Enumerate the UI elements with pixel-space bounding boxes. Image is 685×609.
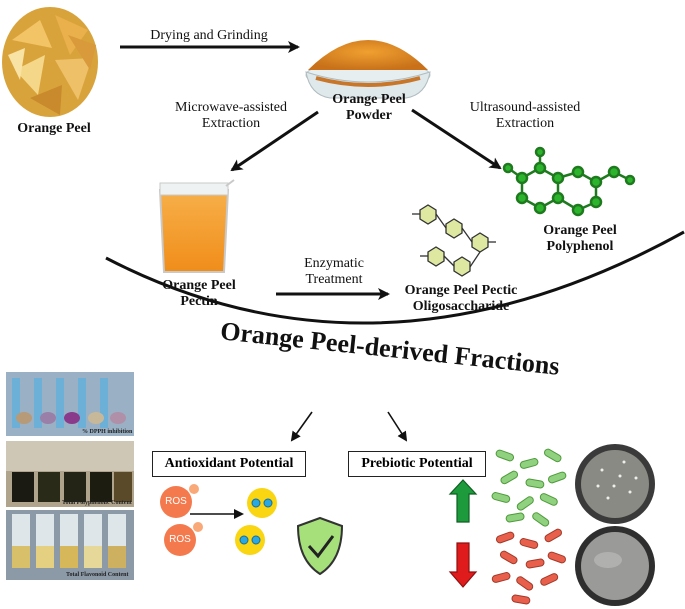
orange-peel-image — [2, 7, 98, 117]
neutralized-radical-bottom-icon — [235, 525, 265, 555]
pectin-label: Orange Peel Pectin — [144, 278, 254, 310]
antioxidant-box: Antioxidant Potential — [152, 451, 306, 477]
prebiotic-box: Prebiotic Potential — [348, 451, 486, 477]
ros-top-icon — [160, 484, 199, 518]
ultrasound-label-line2: Extraction — [495, 116, 555, 132]
enzymatic-label-line1: Enzymatic — [304, 256, 364, 271]
microwave-label-line2: Extraction — [201, 116, 261, 132]
microwave-label-line1: Microwave-assisted — [175, 100, 287, 115]
flavonoid-content-photo — [6, 510, 134, 580]
flavonoid-caption: Total Flavonoid Content — [66, 572, 129, 578]
protection-shield-icon — [296, 516, 344, 576]
ultrasound-arrow — [411, 108, 502, 170]
petri-dish-beneficial-image — [575, 444, 655, 524]
ros-bottom-icon — [164, 522, 203, 556]
to-prebiotic-arrow — [387, 411, 408, 442]
ros-top-label: ROS — [165, 496, 187, 507]
pectin-label-line1: Orange Peel — [162, 278, 236, 293]
petri-dish-harmful-image — [575, 526, 655, 606]
harmful-bacteria-image — [491, 528, 566, 605]
ros-bottom-label: ROS — [169, 534, 191, 545]
dpph-assay-photo — [6, 372, 134, 436]
oligosaccharide-structure-image — [412, 204, 496, 277]
microwave-arrow — [230, 110, 319, 172]
powder-label-line2: Powder — [346, 108, 392, 124]
ultrasound-label-line1: Ultrasound-assisted — [469, 100, 581, 115]
pos-label: Orange Peel Pectic Oligosaccharide — [386, 283, 536, 315]
decrease-arrow-icon — [448, 542, 478, 588]
orange-peel-label: Orange Peel — [17, 121, 91, 136]
drying-label: Drying and Grinding — [150, 28, 268, 43]
powder-label: Orange Peel Powder — [314, 92, 424, 124]
polyphenol-label-line1: Orange Peel — [543, 223, 617, 238]
to-antioxidant-arrow — [290, 411, 313, 442]
powder-label-line1: Orange Peel — [332, 92, 406, 107]
pos-label-line1: Orange Peel Pectic — [404, 283, 518, 298]
polyphenolic-content-photo — [6, 441, 134, 507]
fractions-arc — [105, 230, 685, 325]
pectin-label-line2: Pectin — [180, 294, 218, 310]
microwave-label: Microwave-assisted Extraction — [156, 100, 306, 132]
neutralized-radical-top-icon — [247, 488, 277, 518]
pectin-beaker-image — [158, 179, 235, 273]
polyphenolic-caption: Total Polyphenolic Content — [62, 500, 132, 506]
polyphenol-label: Orange Peel Polyphenol — [520, 223, 640, 255]
ultrasound-label: Ultrasound-assisted Extraction — [450, 100, 600, 132]
powder-bowl-image — [305, 40, 431, 99]
polyphenol-molecule-image — [502, 146, 636, 217]
pos-label-line2: Oligosaccharide — [412, 299, 510, 315]
polyphenol-label-line2: Polyphenol — [546, 239, 614, 255]
enzymatic-label: Enzymatic Treatment — [284, 256, 384, 288]
increase-arrow-icon — [448, 479, 478, 523]
dpph-caption: % DPPH inhibition — [82, 429, 133, 435]
enzymatic-label-line2: Treatment — [305, 272, 363, 288]
beneficial-bacteria-image — [491, 448, 567, 527]
